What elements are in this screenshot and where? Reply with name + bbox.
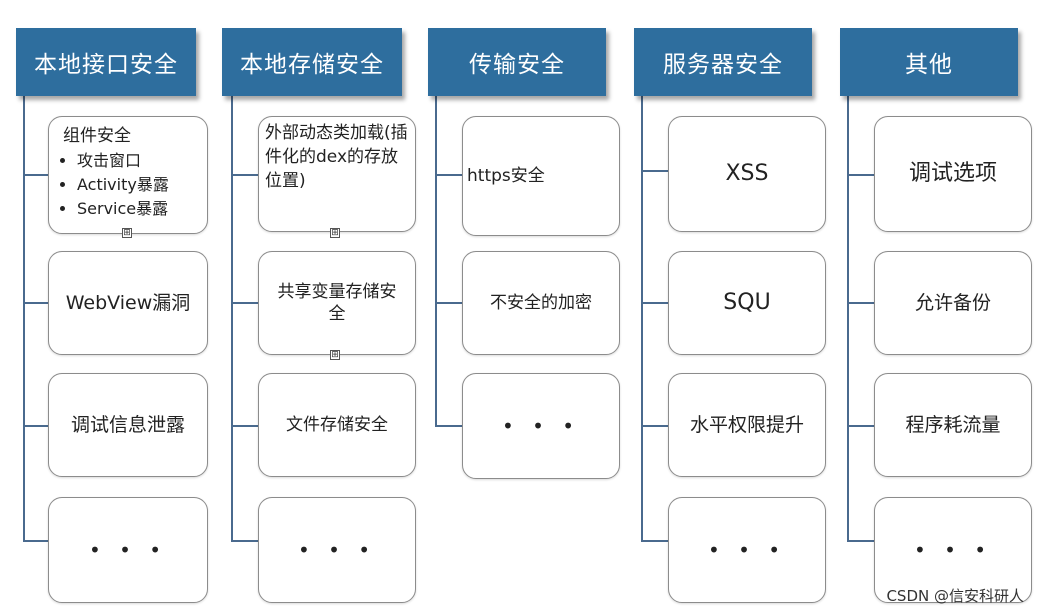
node-squ: SQU bbox=[668, 251, 826, 355]
node-https-security: https安全 bbox=[462, 116, 620, 236]
connector bbox=[641, 302, 668, 304]
node-file-storage: 文件存储安全 bbox=[258, 373, 416, 477]
connector bbox=[847, 425, 874, 427]
expand-icon[interactable]: ⊞ bbox=[122, 228, 132, 238]
connector bbox=[23, 174, 48, 176]
header-server-security: 服务器安全 bbox=[634, 28, 812, 96]
column-3-connector bbox=[435, 96, 437, 426]
connector bbox=[641, 540, 668, 542]
node-webview-vuln: WebView漏洞 bbox=[48, 251, 208, 355]
connector bbox=[231, 540, 258, 542]
node-label: 外部动态类加载(插件化的dex的存放位置) bbox=[265, 123, 408, 191]
node-more: • • • bbox=[48, 497, 208, 603]
column-2-connector bbox=[231, 96, 233, 541]
node-allow-backup: 允许备份 bbox=[874, 251, 1032, 355]
node-more: • • • bbox=[462, 373, 620, 479]
column-5-connector bbox=[847, 96, 849, 541]
header-local-interface-security: 本地接口安全 bbox=[16, 28, 196, 96]
bullet-item: Service暴露 bbox=[77, 197, 199, 221]
node-debug-info-leak: 调试信息泄露 bbox=[48, 373, 208, 477]
connector bbox=[435, 174, 462, 176]
connector bbox=[23, 302, 48, 304]
connector bbox=[435, 425, 462, 427]
node-more: • • • bbox=[668, 497, 826, 603]
header-local-storage-security: 本地存储安全 bbox=[222, 28, 402, 96]
node-traffic-consumption: 程序耗流量 bbox=[874, 373, 1032, 477]
column-1-connector bbox=[23, 96, 25, 541]
connector bbox=[231, 174, 258, 176]
connector bbox=[641, 170, 668, 172]
connector bbox=[231, 302, 258, 304]
connector bbox=[847, 174, 874, 176]
connector bbox=[847, 302, 874, 304]
node-title: 组件安全 bbox=[63, 126, 131, 146]
node-component-security: 组件安全 攻击窗口 Activity暴露 Service暴露 bbox=[48, 116, 208, 234]
bullet-item: Activity暴露 bbox=[77, 173, 199, 197]
connector bbox=[23, 425, 48, 427]
connector bbox=[23, 540, 48, 542]
bullet-list: 攻击窗口 Activity暴露 Service暴露 bbox=[63, 149, 199, 221]
header-transport-security: 传输安全 bbox=[428, 28, 606, 96]
node-more: • • • bbox=[874, 497, 1032, 603]
header-other: 其他 bbox=[840, 28, 1018, 96]
expand-icon[interactable]: ⊞ bbox=[330, 350, 340, 360]
column-4-connector bbox=[641, 96, 643, 541]
connector bbox=[847, 540, 874, 542]
node-debug-option: 调试选项 bbox=[874, 116, 1032, 232]
bullet-item: 攻击窗口 bbox=[77, 149, 199, 173]
node-more: • • • bbox=[258, 497, 416, 603]
expand-icon[interactable]: ⊞ bbox=[330, 228, 340, 238]
node-horizontal-privilege-escalation: 水平权限提升 bbox=[668, 373, 826, 477]
connector bbox=[231, 425, 258, 427]
connector bbox=[641, 425, 668, 427]
connector bbox=[435, 302, 462, 304]
node-external-dynamic-loading: 外部动态类加载(插件化的dex的存放位置) bbox=[258, 116, 416, 232]
node-shared-prefs-storage: 共享变量存储安全 bbox=[258, 251, 416, 355]
node-insecure-encryption: 不安全的加密 bbox=[462, 251, 620, 355]
watermark: CSDN @信安科研人 bbox=[886, 587, 1024, 605]
node-xss: XSS bbox=[668, 116, 826, 232]
